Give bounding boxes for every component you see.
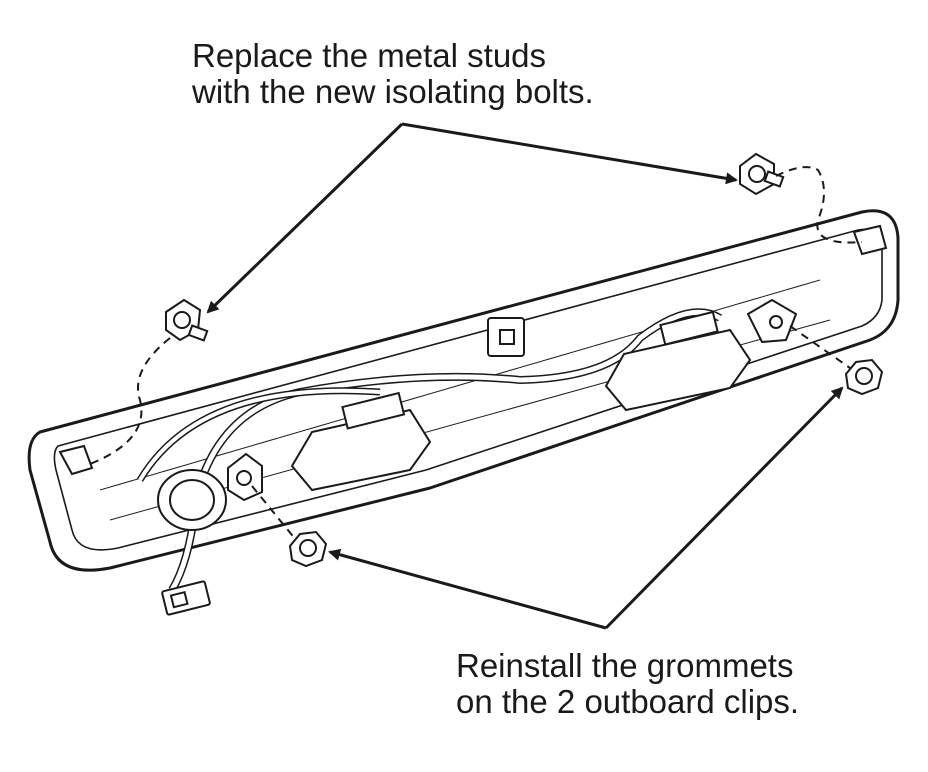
harness-grommet [157, 469, 227, 531]
grommet-right [844, 358, 884, 396]
isolating-bolt-left [165, 298, 209, 342]
lamp-socket-right [604, 310, 752, 412]
center-mount [487, 317, 525, 357]
callout-replace-studs-line2: with the new isolating bolts. [192, 73, 594, 110]
callout-replace-studs: Replace the metal studs with the new iso… [192, 38, 594, 110]
end-stud-holes [58, 224, 888, 476]
light-bar-housing [27, 209, 900, 572]
callout-replace-studs-line1: Replace the metal studs [192, 37, 547, 74]
callout-reinstall-grommets-line2: on the 2 outboard clips. [456, 683, 800, 720]
leader-arrows [206, 122, 844, 630]
isolating-bolt-right [739, 152, 785, 196]
lamp-socket-left [290, 391, 432, 492]
grommet-left [288, 530, 328, 568]
callout-reinstall-grommets-line1: Reinstall the grommets [456, 647, 794, 684]
callout-reinstall-grommets: Reinstall the grommets on the 2 outboard… [456, 648, 799, 720]
install-paths [89, 166, 863, 541]
harness-connector [161, 580, 211, 616]
